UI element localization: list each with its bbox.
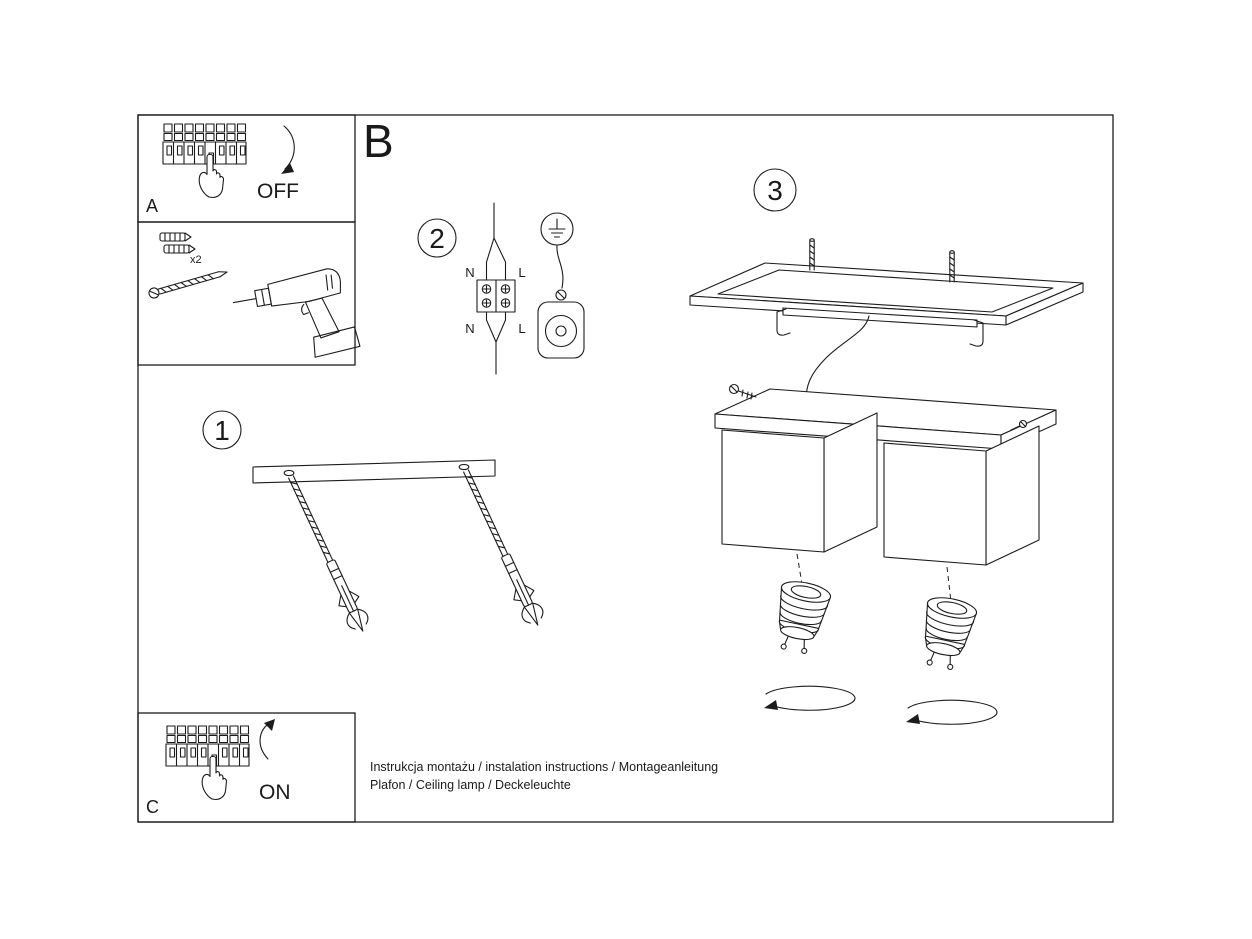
step-3-assembly: 3	[689, 168, 1084, 725]
breaker-panel-icon	[162, 123, 247, 165]
step-1-number: 1	[214, 415, 230, 446]
section-a-label: A	[146, 196, 158, 216]
off-label: OFF	[257, 180, 299, 203]
mounting-bar	[252, 459, 496, 484]
gu10-bulb-left-icon	[768, 577, 833, 657]
canopy-screw-right-icon	[1010, 419, 1028, 431]
section-a-box	[137, 114, 356, 223]
section-c-box	[137, 712, 356, 823]
footer-line-1: Instrukcja montażu / instalation instruc…	[370, 760, 718, 774]
on-arrow-icon	[259, 719, 275, 760]
rotate-arrow-right-icon	[906, 699, 998, 725]
hand-icon	[201, 755, 228, 801]
wall-plug-icon	[163, 244, 196, 254]
tools-required: x2	[147, 232, 361, 358]
drill-icon	[232, 268, 361, 358]
rotate-arrow-left-icon	[764, 685, 856, 711]
lamp-shade-left	[721, 412, 878, 553]
wire-label-n-top: N	[465, 265, 474, 280]
wire-label-l-bottom: L	[518, 321, 525, 336]
step-2-number: 2	[429, 223, 445, 254]
step-2-wiring: 2 N L N L	[417, 202, 585, 375]
section-b-label: B	[363, 115, 394, 167]
step-3-number: 3	[767, 175, 783, 206]
gu10-bulb-right-icon	[914, 593, 979, 673]
step-2-badge	[417, 218, 457, 258]
earth-clamp	[537, 244, 585, 359]
hand-icon	[198, 153, 225, 199]
section-c-power-on: ON C	[146, 719, 291, 817]
breaker-panel-icon	[165, 725, 250, 767]
earth-symbol	[540, 212, 574, 246]
footer: Instrukcja montażu / instalation instruc…	[370, 760, 718, 792]
screw-icon	[147, 266, 229, 300]
mounting-bracket	[776, 307, 984, 347]
power-cable	[805, 315, 870, 401]
wall-anchor-right-icon	[455, 465, 549, 631]
step-1-fixing: 1	[202, 410, 549, 637]
wire-label-l-top: L	[518, 265, 525, 280]
step-3-badge	[753, 168, 797, 212]
terminal-block	[476, 279, 516, 313]
outer-border	[137, 114, 1114, 823]
off-arrow-icon	[281, 125, 295, 174]
step-1-badge	[202, 410, 242, 450]
mounting-stud-icon	[809, 238, 815, 271]
section-c-label: C	[146, 797, 159, 817]
on-label: ON	[259, 781, 291, 804]
tools-box	[137, 221, 356, 366]
mains-cable	[485, 202, 507, 375]
assembly-guide-line	[796, 553, 803, 585]
wire-label-n-bottom: N	[465, 321, 474, 336]
wall-plug-icon	[159, 232, 192, 242]
section-a-power-off: OFF A	[146, 123, 299, 216]
canopy-screw-left-icon	[728, 383, 757, 400]
lamp-shade-right	[883, 425, 1040, 566]
quantity-label: x2	[190, 254, 202, 266]
assembly-guide-line	[946, 566, 952, 603]
wall-anchor-left-icon	[280, 471, 374, 637]
footer-line-2: Plafon / Ceiling lamp / Deckeleuchte	[370, 778, 571, 792]
